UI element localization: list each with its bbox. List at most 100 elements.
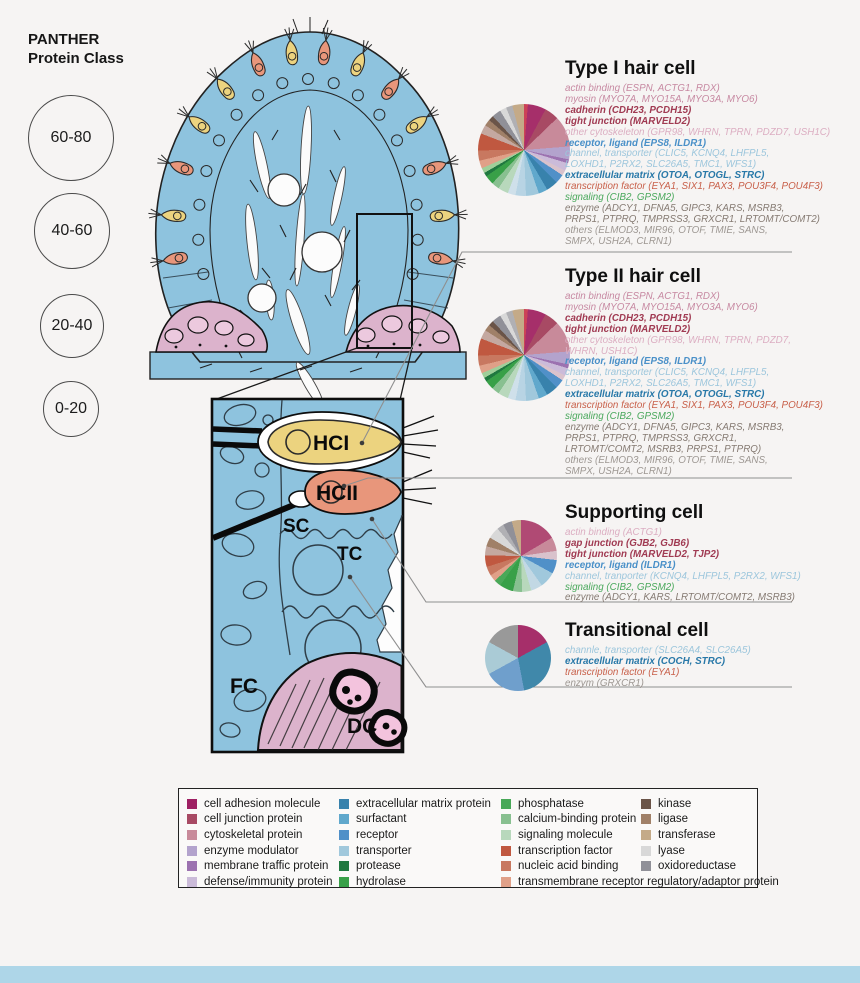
legend-swatch xyxy=(641,845,651,856)
gene-line: other cytoskeleton (GPR98, WHRN, TPRN, P… xyxy=(565,126,831,138)
legend-label: nucleic acid binding xyxy=(518,860,619,873)
rim-nucleus xyxy=(197,268,210,280)
legend-swatch xyxy=(501,814,511,825)
gene-list: actin binding (ACTG1)gap junction (GJB2,… xyxy=(565,527,860,604)
type2-hair-cell-glyph xyxy=(422,155,459,176)
pie-type-i-hair-cell xyxy=(478,104,570,196)
gene-line: enzyme (ADCY1, DFNA5, GIPC3, KARS, MSRB3… xyxy=(565,202,785,214)
label-tc: TC xyxy=(337,544,363,565)
gene-line: transcription factor (EYA1, SIX1, PAX3, … xyxy=(565,400,823,412)
legend-label: protease xyxy=(356,860,401,873)
rim-nucleus xyxy=(410,198,423,211)
scale-circle-label: 40-60 xyxy=(51,222,93,239)
legend-label: transferase xyxy=(658,828,716,841)
legend-item: enzyme modulator xyxy=(187,843,332,859)
gene-line: receptor, ligand (ILDR1) xyxy=(565,559,676,571)
core-vacuoles xyxy=(247,173,343,313)
label-sc: SC xyxy=(283,516,310,537)
legend-label: surfactant xyxy=(356,813,407,826)
pie-supporting-cell xyxy=(485,520,557,592)
type2-hair-cell-glyph xyxy=(244,40,266,77)
gene-line: channel, transporter (CLIC5, KCNQ4, LHFP… xyxy=(565,148,770,160)
rim-nucleus xyxy=(327,77,340,90)
panther-title-line1: PANTHER xyxy=(28,31,100,48)
type2-hair-cell-glyph xyxy=(317,27,333,66)
legend-swatch xyxy=(501,876,511,887)
legend-item: membrane traffic protein xyxy=(187,858,332,874)
legend-item: transferase xyxy=(641,827,736,843)
gene-line: signaling (CIB2, GPSM2) xyxy=(565,410,675,422)
section-type-i-hair-cell: Type I hair cell actin binding (ESPN, AC… xyxy=(565,58,860,248)
rim-nucleus xyxy=(193,198,206,211)
rim-nucleus xyxy=(351,89,364,102)
rim-nucleus xyxy=(302,73,314,85)
legend-item: phosphatase xyxy=(501,796,779,812)
legend-swatch xyxy=(641,814,651,825)
legend-label: enzyme modulator xyxy=(204,844,299,857)
legend-swatch xyxy=(339,876,349,887)
legend-label: extracellular matrix protein xyxy=(356,797,491,810)
gene-line: channel, tranporter (KCNQ4, LHFPL5, P2RX… xyxy=(565,570,801,582)
section-connectors xyxy=(343,251,792,688)
legend-item: oxidoreductase xyxy=(641,858,736,874)
gene-line: extracellular matrix (COCH, STRC) xyxy=(565,655,726,667)
gene-line: receptor, ligand (EPS8, ILDR1) xyxy=(565,137,706,149)
legend-swatch xyxy=(641,798,651,809)
gene-line: LRTOMT/COMT2, MSRB3, PRPS1, PTPRQ) xyxy=(565,443,762,455)
legend-label: kinase xyxy=(658,797,692,810)
hair-bundles xyxy=(402,415,439,505)
gene-line: gap junction (GJB2, GJB6) xyxy=(565,537,690,549)
legend-label: membrane traffic protein xyxy=(204,860,329,873)
legend-swatch xyxy=(501,829,511,840)
scale-circle-40-60: 40-60 xyxy=(34,193,110,269)
legend-swatch xyxy=(501,861,511,872)
legend-swatch xyxy=(339,861,349,872)
legend-swatch xyxy=(641,829,651,840)
legend-label: transporter xyxy=(356,844,412,857)
legend-swatch xyxy=(187,798,197,809)
gene-line: signaling (CIB2, GPSM2) xyxy=(565,192,675,204)
legend-swatch xyxy=(501,845,511,856)
legend-item: cell adhesion molecule xyxy=(187,796,332,812)
legend-item: hydrolase xyxy=(339,874,491,890)
panther-title: PANTHER Protein Class xyxy=(28,30,124,68)
type2-hair-cell-glyph xyxy=(150,251,188,268)
gene-line: tight junction (MARVELD2) xyxy=(565,323,691,335)
gene-line: others (ELMOD3, MIR96, OTOF, TMIE, SANS, xyxy=(565,224,768,236)
legend-item: cell junction protein xyxy=(187,812,332,828)
rim-nucleus xyxy=(230,108,243,121)
scale-circle-60-80: 60-80 xyxy=(28,95,114,181)
rim-nucleus xyxy=(276,77,289,90)
legend-item: defense/immunity protein xyxy=(187,874,332,890)
legend-swatch xyxy=(339,845,349,856)
scale-circle-0-20: 0-20 xyxy=(43,381,99,437)
legend-item: lyase xyxy=(641,843,736,859)
legend-swatch xyxy=(641,861,651,872)
section-supporting-cell: Supporting cell actin binding (ACTG1)gap… xyxy=(565,502,860,604)
zoom-region-rect xyxy=(356,213,413,349)
gene-list: actin binding (ESPN, ACTG1, RDX)myosin (… xyxy=(565,83,860,248)
legend-item: transporter xyxy=(339,843,491,859)
rim-hair-cells xyxy=(148,27,468,269)
legend-swatch xyxy=(187,845,197,856)
legend-item: nucleic acid binding xyxy=(501,858,779,874)
legend-label: cytoskeletal protein xyxy=(204,828,303,841)
legend-swatch xyxy=(187,814,197,825)
legend-swatch xyxy=(339,829,349,840)
label-dc: DC xyxy=(347,715,377,738)
type1-hair-cell-glyph xyxy=(350,40,373,77)
gene-line: channel, transporter (CLIC5, KCNQ4, LHFP… xyxy=(565,367,770,379)
gene-line: actin binding (ACTG1) xyxy=(565,527,662,538)
bottom-blue-strip xyxy=(0,966,860,983)
gene-line: signaling (CIB2, GPSM2) xyxy=(565,581,675,593)
legend-label: receptor xyxy=(356,828,399,841)
legend-label: transmembrane receptor regulatory/adapto… xyxy=(518,875,779,888)
gene-line: SMPX, USH2A, CLRN1) xyxy=(565,235,672,247)
label-hcii: HCII xyxy=(316,482,358,505)
section-title: Type II hair cell xyxy=(565,266,701,287)
section-title: Type I hair cell xyxy=(565,58,696,79)
magnifier-callout-lines xyxy=(213,347,413,401)
legend-item: protease xyxy=(339,858,491,874)
